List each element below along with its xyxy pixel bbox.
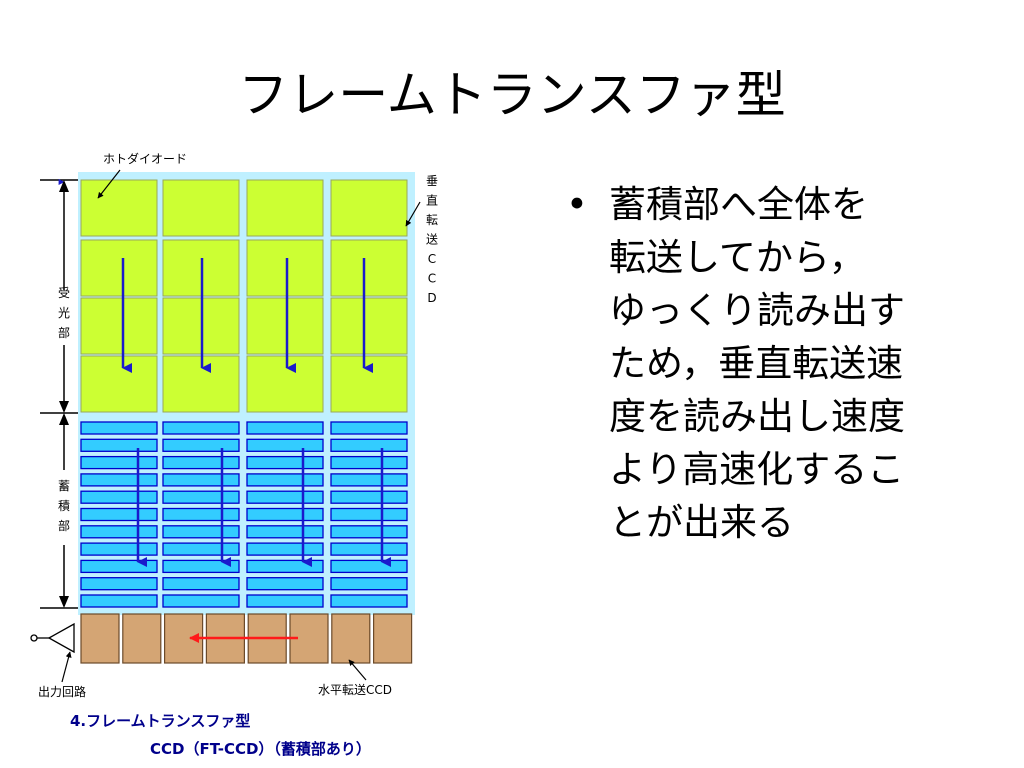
horizontal-ccd-cell: [80, 613, 120, 664]
storage-cell: [330, 525, 408, 539]
storage-cell: [80, 542, 158, 556]
storage-cell: [162, 455, 240, 470]
horizontal-ccd-cell: [373, 613, 413, 664]
storage-cell: [162, 421, 240, 435]
storage-cell: [162, 525, 240, 539]
horizontal-ccd-cell: [331, 613, 371, 664]
dimension-markers: [40, 179, 78, 609]
storage-label: 蓄積部: [58, 479, 70, 533]
storage-cell: [80, 490, 158, 504]
storage-cell: [330, 542, 408, 556]
storage-cell: [330, 490, 408, 504]
storage-cell: [246, 507, 324, 522]
bullet-list: • 蓄積部へ全体を 転送してから， ゆっくり読み出す ため，垂直転送速 度を読み…: [566, 178, 986, 549]
storage-cell: [246, 455, 324, 470]
figure-caption-line2: CCD（FT-CCD）（蓄積部あり）: [150, 740, 371, 758]
vertical-transfer-arrows-lower: [136, 448, 391, 567]
storage-cell: [246, 473, 324, 487]
storage-cell: [330, 507, 408, 522]
storage-cell: [80, 559, 158, 574]
bullet-line: とが出来る: [609, 501, 794, 544]
storage-cell: [330, 559, 408, 574]
storage-cell: [246, 490, 324, 504]
storage-cell: [162, 490, 240, 504]
storage-cell: [162, 507, 240, 522]
bullet-marker: •: [566, 183, 588, 226]
storage-cell: [330, 577, 408, 591]
photodiode-cell: [80, 355, 158, 413]
photodiode-cell: [330, 239, 408, 297]
leader-lines: [61, 169, 421, 683]
storage-cell: [330, 455, 408, 470]
photodiode-cell: [330, 355, 408, 413]
photodiode-cell: [80, 179, 158, 237]
slide-title: フレームトランスファ型: [238, 66, 786, 124]
storage-cell: [80, 525, 158, 539]
photodiode-cell: [246, 239, 324, 297]
output-amplifier: [30, 622, 75, 654]
storage-cell: [80, 577, 158, 591]
photodiode-cell: [162, 179, 240, 237]
vertical-transfer-arrows-upper: [121, 258, 373, 373]
photodiode-cell: [246, 179, 324, 237]
storage-cell: [80, 455, 158, 470]
output-circuit-label: 出力回路: [38, 684, 86, 699]
storage-cell: [330, 594, 408, 608]
horizontal-ccd-cell: [122, 613, 162, 664]
storage-cell: [246, 421, 324, 435]
bullet-line: ゆっくり読み出す: [609, 289, 905, 332]
storage-cell: [80, 594, 158, 608]
storage-cell: [162, 438, 240, 452]
photodiode-cell: [330, 297, 408, 355]
light-receiving-label: 受光部: [58, 286, 70, 340]
storage-cell: [162, 559, 240, 574]
storage-cell: [246, 594, 324, 608]
storage-cell: [246, 559, 324, 574]
storage-cell: [162, 577, 240, 591]
photodiode-cell: [80, 239, 158, 297]
storage-cell: [330, 421, 408, 435]
storage-cell: [80, 421, 158, 435]
storage-cell: [162, 473, 240, 487]
horizontal-ccd-label: 水平転送CCD: [318, 682, 392, 697]
bullet-text: 蓄積部へ全体を 転送してから， ゆっくり読み出す ため，垂直転送速 度を読み出し…: [609, 178, 986, 549]
photodiode-cell: [80, 297, 158, 355]
storage-cell: [80, 438, 158, 452]
storage-cell: [330, 473, 408, 487]
photodiode-cell: [246, 355, 324, 413]
bullet-line: より高速化するこ: [609, 448, 905, 491]
storage-cell: [80, 507, 158, 522]
storage-cell: [246, 438, 324, 452]
dimension-arrowheads: [59, 180, 69, 608]
figure-caption-line1: 4.フレームトランスファ型: [70, 712, 250, 730]
bullet-line: 転送してから，: [609, 236, 866, 279]
photodiode-label: ホトダイオード: [103, 151, 187, 166]
storage-cell: [246, 542, 324, 556]
bullet-line: 蓄積部へ全体を: [609, 183, 868, 226]
storage-cell: [80, 473, 158, 487]
bullet-line: 度を読み出し速度: [609, 395, 905, 438]
photodiode-cell: [330, 179, 408, 237]
bullet-line: ため，垂直転送速: [609, 342, 904, 385]
storage-cell: [246, 577, 324, 591]
storage-cell: [162, 594, 240, 608]
photodiode-cell: [246, 297, 324, 355]
storage-cell: [162, 542, 240, 556]
storage-cell: [330, 438, 408, 452]
storage-cell: [246, 525, 324, 539]
